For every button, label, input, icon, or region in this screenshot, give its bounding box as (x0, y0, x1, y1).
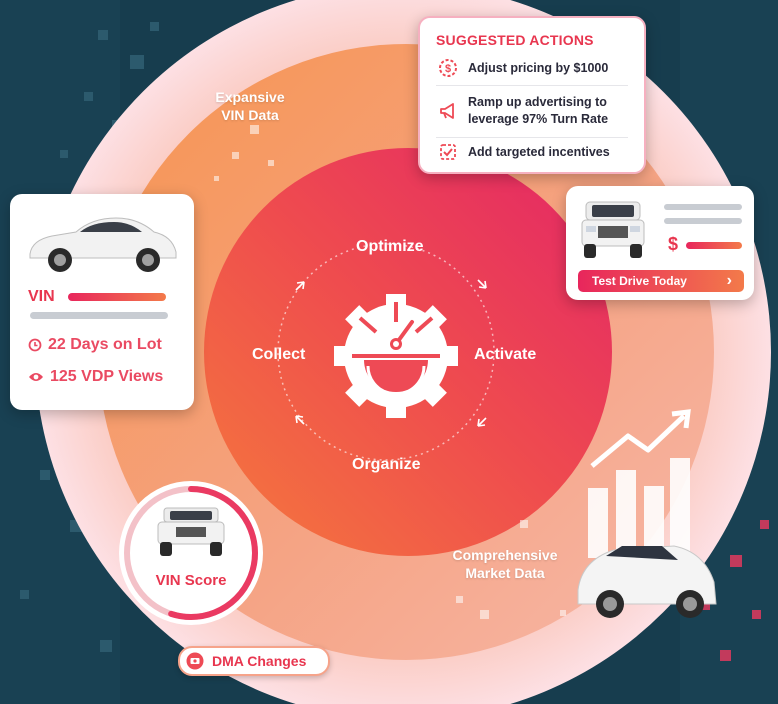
dma-changes-pill[interactable]: DMA Changes (178, 646, 330, 676)
chevron-right-icon: › (726, 272, 732, 289)
dma-changes-label: DMA Changes (212, 653, 307, 669)
vdp-views: 125 VDP Views (28, 368, 163, 386)
ring-label-line: VIN Data (221, 107, 279, 123)
action-text: Adjust pricing by $1000 (468, 60, 609, 75)
vdp-views-text: 125 VDP Views (50, 368, 164, 385)
vin-score-label: VIN Score (155, 572, 227, 589)
cycle-optimize: Optimize (356, 238, 424, 255)
truck-image (581, 201, 645, 258)
placeholder-bar (664, 204, 742, 210)
divider (436, 85, 628, 86)
ring-label-line: Market Data (465, 565, 545, 581)
vin-score-gauge (119, 481, 263, 625)
action-item-pricing[interactable]: $ Adjust pricing by $1000 (438, 58, 608, 78)
vin-bar (68, 293, 166, 301)
dollar-gear-icon: $ (439, 59, 457, 77)
megaphone-icon (440, 103, 454, 119)
price-symbol: $ (668, 234, 679, 254)
vin-score-arc (124, 486, 258, 620)
sedan-image (29, 217, 177, 272)
days-on-lot-text: 22 Days on Lot (48, 336, 162, 353)
clock-icon (28, 338, 42, 352)
cycle-ring (277, 243, 495, 461)
days-on-lot: 22 Days on Lot (28, 336, 162, 354)
truck-image (157, 507, 225, 556)
action-text-line: leverage 97% Turn Rate (468, 112, 609, 126)
action-item-advertising[interactable]: Ramp up advertising to leverage 97% Turn… (438, 94, 608, 128)
ring-label-line: Comprehensive (452, 547, 558, 563)
expansive-vin-data-label: Expansive VIN Data (202, 88, 298, 124)
svg-text:$: $ (445, 63, 451, 75)
vehicle-card: VIN 22 Days on Lot 125 VDP Views (10, 194, 194, 410)
test-drive-button[interactable]: Test Drive Today › (578, 270, 744, 292)
placeholder-bar (664, 218, 742, 224)
action-item-incentives[interactable]: Add targeted incentives (438, 142, 610, 162)
suv-image (577, 545, 717, 618)
test-drive-label: Test Drive Today (592, 274, 687, 288)
suggested-actions-title: SUGGESTED ACTIONS (436, 32, 594, 48)
cycle-organize: Organize (352, 456, 421, 473)
action-text: Ramp up advertising to leverage 97% Turn… (468, 94, 608, 128)
placeholder-bar (30, 312, 168, 319)
comprehensive-market-data-label: Comprehensive Market Data (452, 546, 558, 582)
trend-arrow (590, 414, 686, 468)
action-text-line: Ramp up advertising to (468, 95, 607, 109)
divider (436, 137, 628, 138)
action-text: Add targeted incentives (468, 144, 610, 159)
ring-label-line: Expansive (215, 89, 285, 105)
growth-bar-chart (588, 458, 690, 558)
price-bar (686, 242, 742, 249)
cycle-collect: Collect (252, 346, 306, 363)
map-pin-icon (186, 652, 204, 670)
vin-label: VIN (28, 288, 55, 305)
cycle-activate: Activate (474, 346, 537, 363)
eye-icon (29, 373, 43, 381)
ad-card: $ Test Drive Today › (566, 186, 754, 300)
suggested-actions-card: SUGGESTED ACTIONS $ Adjust pricing by $1… (418, 16, 646, 174)
check-tag-icon (440, 144, 456, 160)
